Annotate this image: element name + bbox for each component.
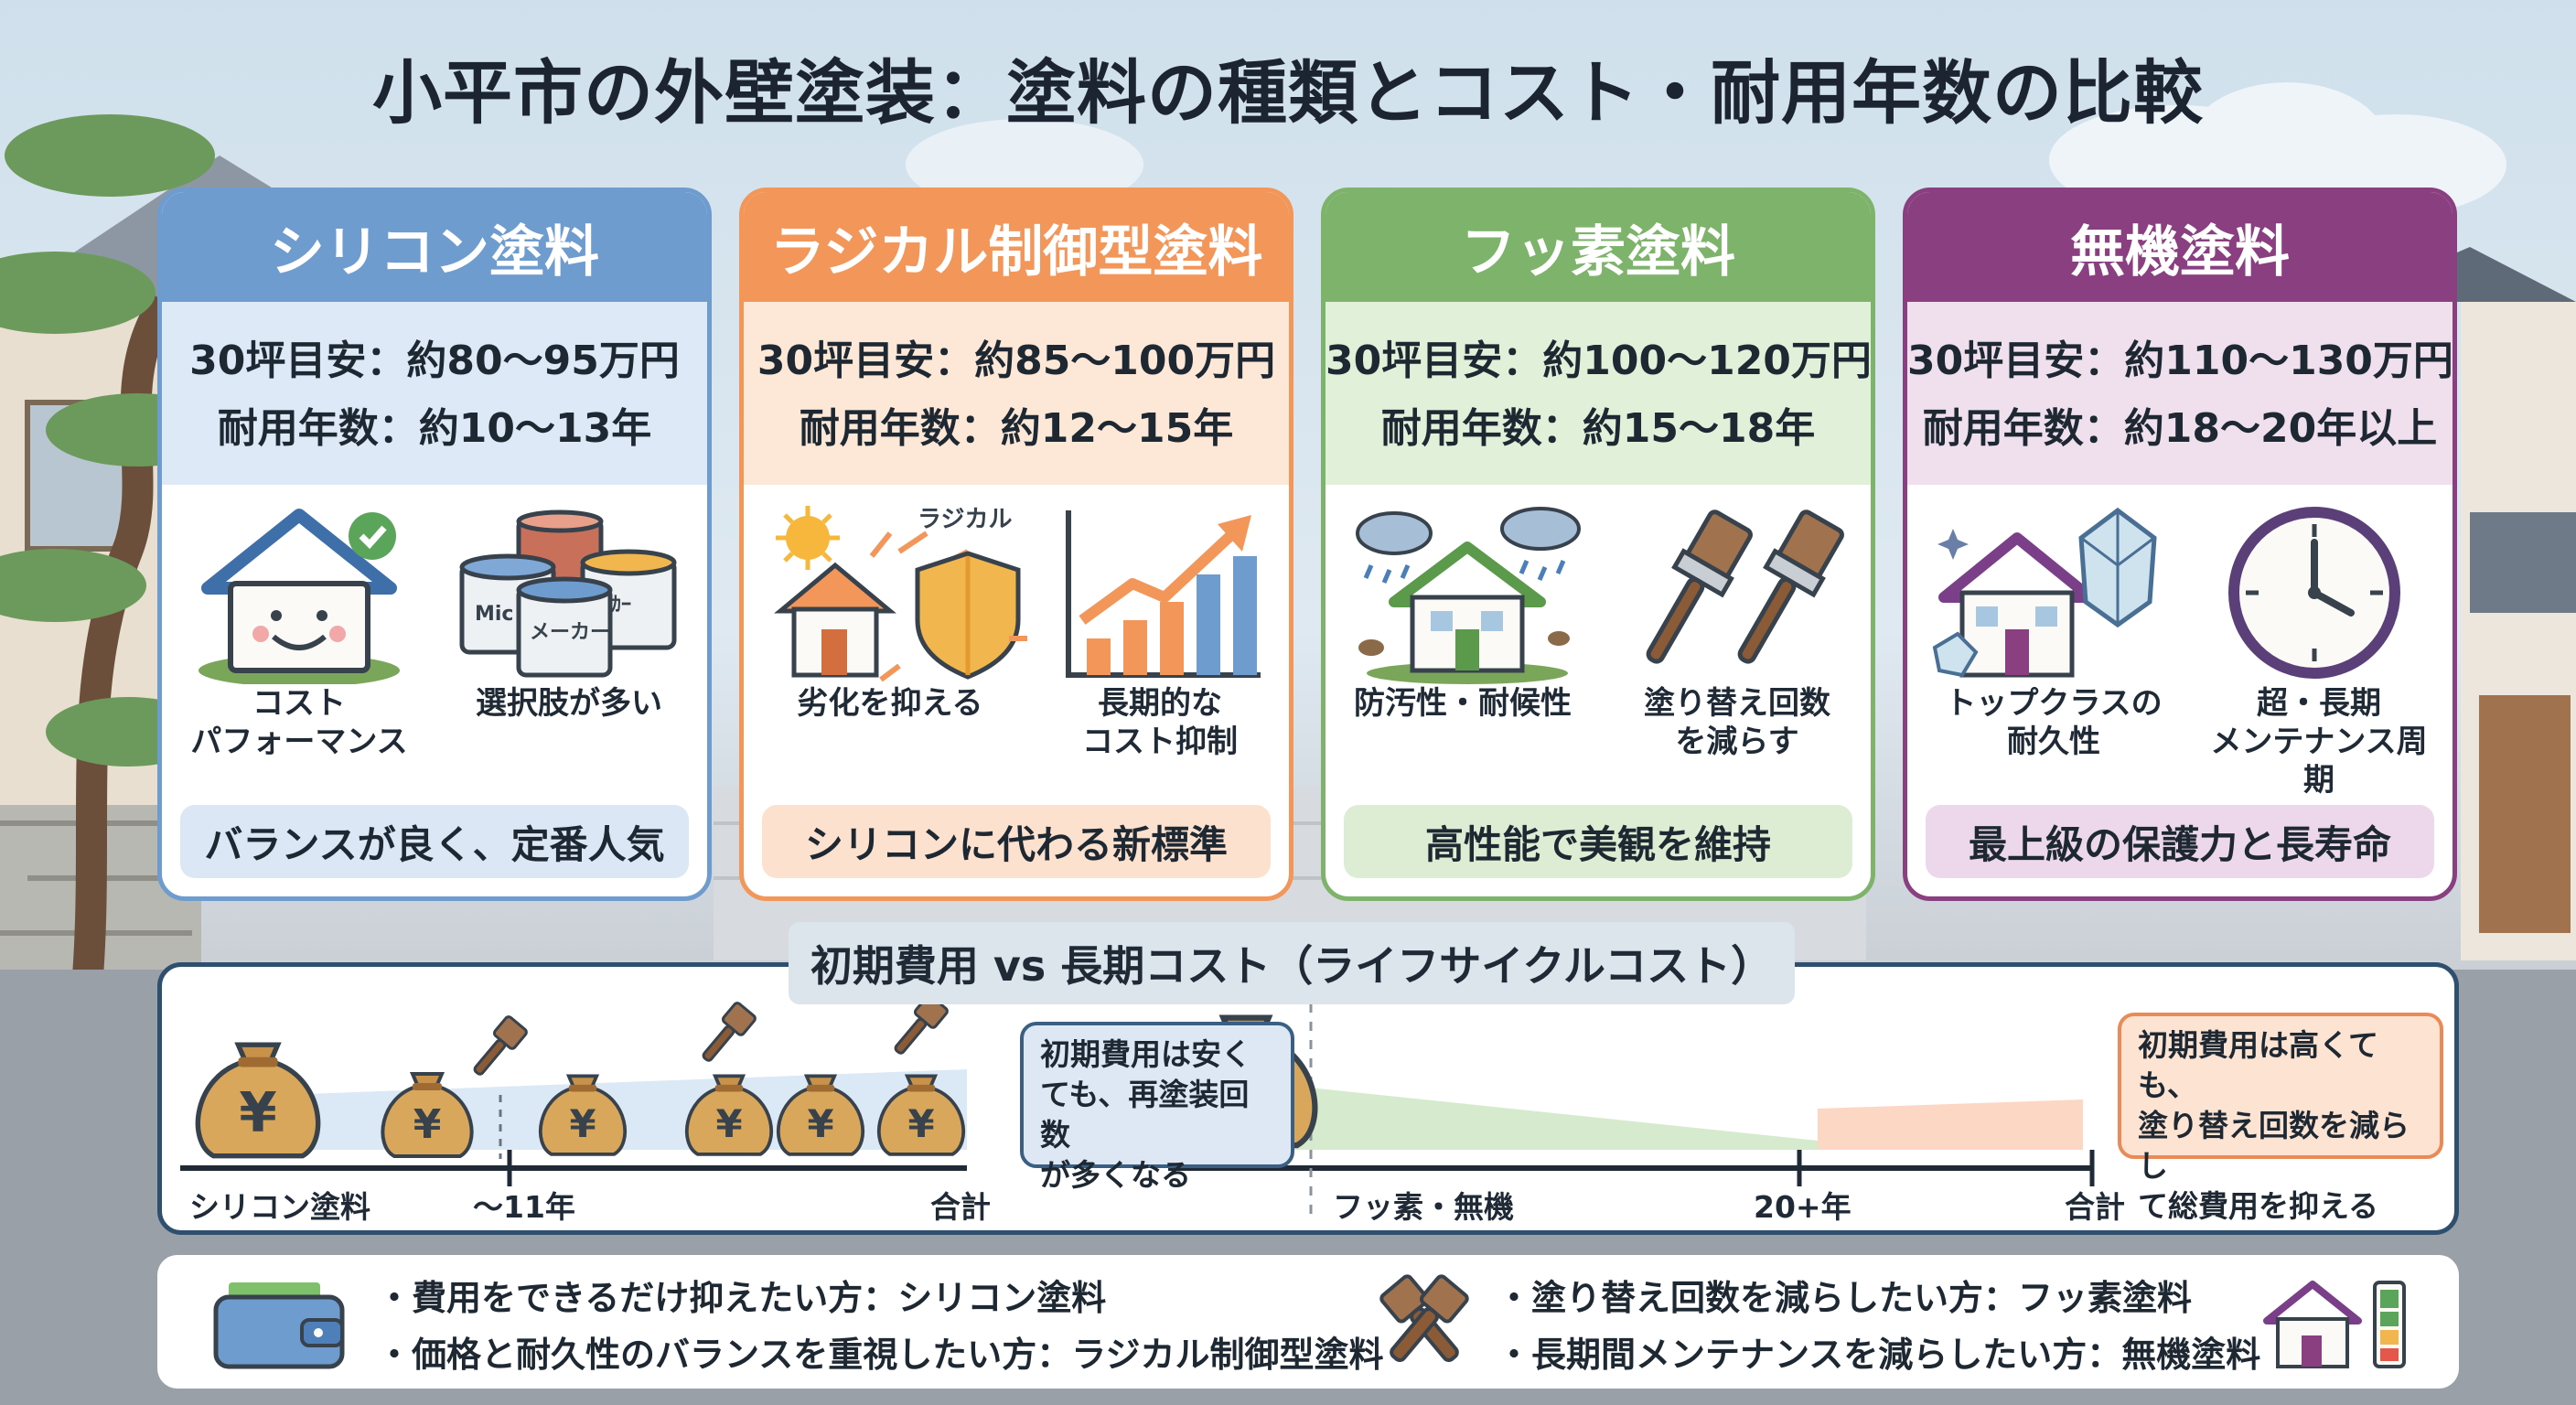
wallet-icon <box>213 1282 345 1369</box>
icon2-label: 長期的な コスト抑制 <box>1082 685 1238 760</box>
card-title: 無機塗料 <box>1907 192 2453 302</box>
card-cost: 30坪目安：約85〜100万円 <box>757 338 1276 384</box>
crystal-house-icon <box>1932 507 2157 678</box>
card-icons: 防汚性・耐候性 塗り替え回数 を減らす <box>1326 485 1871 778</box>
left-start-label: シリコン塗料 <box>189 1189 370 1225</box>
card-life: 耐用年数：約18〜20年以上 <box>1922 405 2438 452</box>
smiling-house-check-icon <box>199 509 400 684</box>
recommendations-panel: ・費用をできるだけ抑えたい方：シリコン塗料 ・価格と耐久性のバランスを重視したい… <box>157 1255 2459 1389</box>
icon2-label: 塗り替え回数 を減らす <box>1644 685 1830 760</box>
money-bag-initial-left: ¥ <box>195 1042 321 1159</box>
house-battery-icon <box>2263 1281 2406 1368</box>
card-icons: ラジカル 劣化を抑える 長期的な コスト抑制 <box>744 485 1289 778</box>
repaint-brush-2 <box>702 1002 757 1062</box>
card-tagline: シリコンに代わる新標準 <box>762 805 1271 878</box>
rain-house-icon <box>1356 507 1581 684</box>
card-cost: 30坪目安：約80〜95万円 <box>189 338 680 384</box>
card-life: 耐用年数：約10〜13年 <box>217 405 652 452</box>
currency-symbol: ¥ <box>715 1101 742 1146</box>
money-bag-repaint-3: ¥ <box>684 1074 774 1156</box>
card-icons: Mic ｶｶｰ メーカー コスト パフォーマンス 選択肢が多い <box>162 485 707 778</box>
right-mid-label: 20+年 <box>1754 1189 1852 1225</box>
clock-icon <box>2228 507 2400 679</box>
can-label-3: メーカー <box>530 621 610 644</box>
currency-symbol: ¥ <box>239 1082 276 1145</box>
recommendation-4: ・長期間メンテナンスを減らしたい方：無機塗料 <box>1497 1335 2261 1375</box>
card-life: 耐用年数：約15〜18年 <box>1380 405 1816 452</box>
lifecycle-title: 初期費用 vs 長期コスト（ライフサイクルコスト） <box>789 922 1795 1004</box>
paint-cans-icon: Mic ｶｶｰ メーカー <box>459 509 677 678</box>
currency-symbol: ¥ <box>907 1101 934 1146</box>
card-life: 耐用年数：約12〜15年 <box>799 405 1234 452</box>
recommendation-2: ・価格と耐久性のバランスを重視したい方：ラジカル制御型塗料 <box>377 1335 1384 1375</box>
card-cost: 30坪目安：約100〜120万円 <box>1326 338 1872 384</box>
recommendation-1: ・費用をできるだけ抑えたい方：シリコン塗料 <box>377 1278 1107 1318</box>
money-bag-repaint-1: ¥ <box>381 1072 474 1158</box>
card-tagline: 最上級の保護力と長寿命 <box>1926 805 2434 878</box>
card-silicon: シリコン塗料 30坪目安：約80〜95万円 耐用年数：約10〜13年 Mic ｶ… <box>157 188 712 901</box>
card-spec-band: 30坪目安：約80〜95万円 耐用年数：約10〜13年 <box>162 302 707 485</box>
card-spec-band: 30坪目安：約100〜120万円 耐用年数：約15〜18年 <box>1326 302 1871 485</box>
sun-shield-house-icon: ラジカル <box>774 506 1027 682</box>
card-fluorine: フッ素塗料 30坪目安：約100〜120万円 耐用年数：約15〜18年 <box>1321 188 1875 901</box>
icon1-label: トップクラスの 耐久性 <box>1945 685 2163 760</box>
card-tagline: 高性能で美観を維持 <box>1344 805 1852 878</box>
card-cost: 30坪目安：約110〜130万円 <box>1907 338 2453 384</box>
card-spec-band: 30坪目安：約110〜130万円 耐用年数：約18〜20年以上 <box>1907 302 2453 485</box>
money-bag-repaint-2: ¥ <box>538 1074 628 1156</box>
icon2-label: 超・長期 メンテナンス周期 <box>2210 685 2428 799</box>
radical-label: ラジカル <box>918 506 1012 533</box>
currency-symbol: ¥ <box>413 1101 442 1148</box>
right-note-bubble: 初期費用は高くても、 塗り替え回数を減らし て総費用を抑える <box>2118 1013 2443 1224</box>
rising-bar-chart-icon <box>1066 510 1261 678</box>
lifecycle-cost-panel: ¥¥¥¥¥¥¥ シリコン塗料 〜11年 合計 フッ素・無機 20+年 合計 初期… <box>157 962 2459 1235</box>
money-bag-repaint-4: ¥ <box>776 1074 865 1156</box>
currency-symbol: ¥ <box>807 1101 833 1146</box>
icon1-label: 劣化を抑える <box>797 685 983 722</box>
page-title: 小平市の外壁塗装：塗料の種類とコスト・耐用年数の比較 <box>372 52 2204 134</box>
left-end-label: 合計 <box>930 1189 991 1225</box>
paint-brushes-icon <box>1646 509 1844 664</box>
right-start-label: フッ素・無機 <box>1333 1189 1514 1225</box>
left-note-bubble: 初期費用は安く ても、再塗装回数 が多くなる <box>1020 1022 1294 1193</box>
card-spec-band: 30坪目安：約85〜100万円 耐用年数：約12〜15年 <box>744 302 1289 485</box>
card-title: シリコン塗料 <box>162 192 707 302</box>
right-end-label: 合計 <box>2065 1189 2125 1225</box>
card-icons: トップクラスの 耐久性 超・長期 メンテナンス周期 <box>1907 485 2453 799</box>
can-label-1: Mic <box>475 603 513 626</box>
repaint-brush-1 <box>473 1015 528 1076</box>
recommendation-3: ・塗り替え回数を減らしたい方：フッ素塗料 <box>1497 1278 2193 1318</box>
icon1-label: 防汚性・耐候性 <box>1354 685 1572 722</box>
icon2-label: 選択肢が多い <box>476 685 662 722</box>
crossed-brushes-icon <box>1379 1274 1469 1362</box>
left-mid-label: 〜11年 <box>473 1189 575 1225</box>
icon1-label: コスト パフォーマンス <box>190 685 408 760</box>
money-bag-repaint-5: ¥ <box>876 1074 966 1156</box>
card-tagline: バランスが良く、定番人気 <box>180 805 689 878</box>
card-radical: ラジカル制御型塗料 30坪目安：約85〜100万円 耐用年数：約12〜15年 ラ… <box>739 188 1293 901</box>
card-inorganic: 無機塗料 30坪目安：約110〜130万円 耐用年数：約18〜20年以上 トップ… <box>1903 188 2457 901</box>
card-title: ラジカル制御型塗料 <box>744 192 1289 302</box>
card-title: フッ素塗料 <box>1326 192 1871 302</box>
currency-symbol: ¥ <box>569 1101 596 1146</box>
